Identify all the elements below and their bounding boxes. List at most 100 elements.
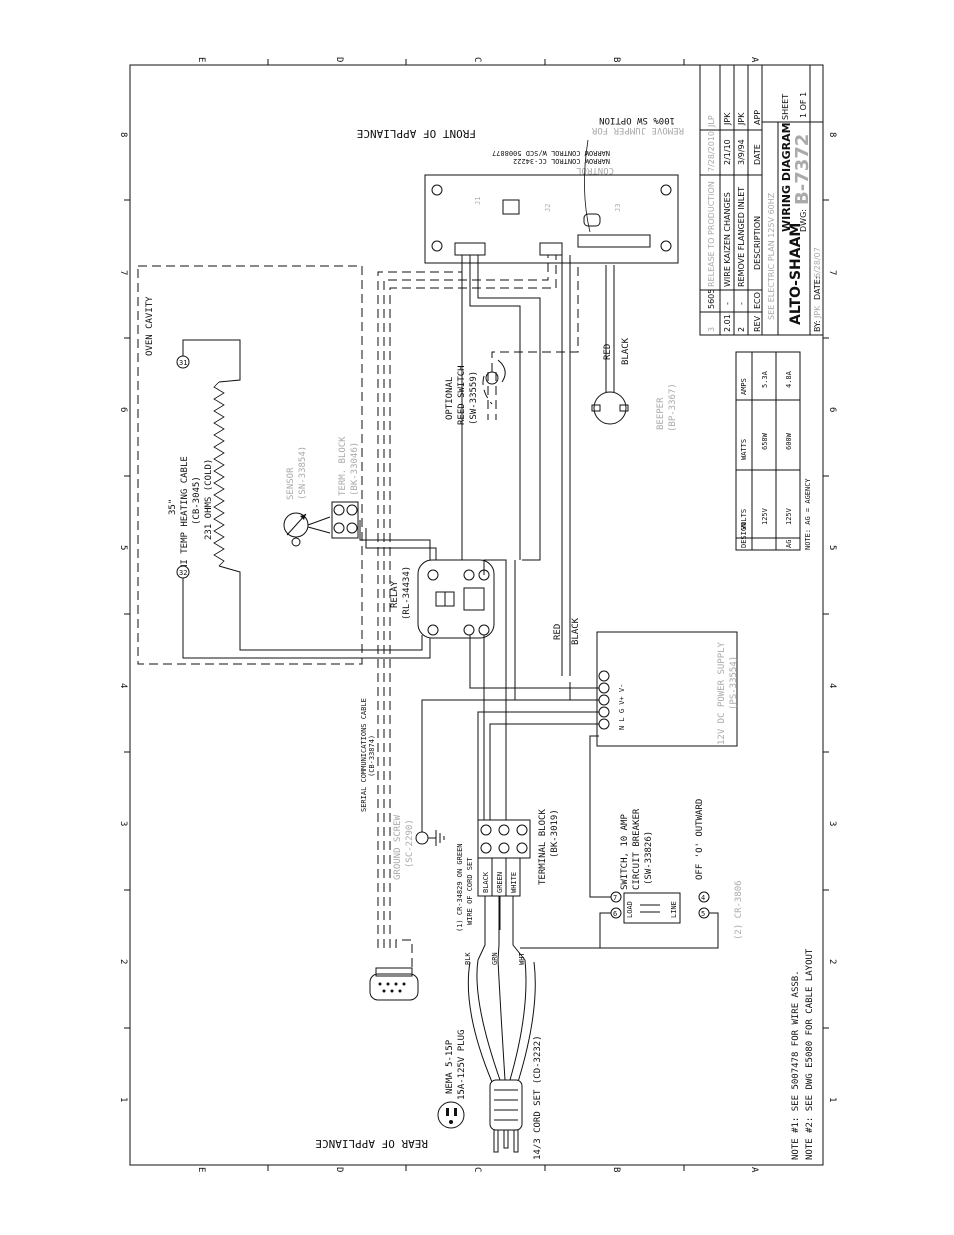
terminal-block-bk3019: TERMINAL BLOCK (BK-3019) [477,809,560,885]
app-cell: JLP [707,115,716,128]
col-number: 4 [827,683,837,688]
col-number: 8 [827,132,837,137]
desc-header: DESCRIPTION [753,216,762,270]
cr-note-b: WIRE OF CORD SET [466,857,474,925]
date-cell: 2/1/10 [723,139,732,165]
heating-lead-bottom [218,565,423,651]
eco-header: ECO [753,292,762,309]
beeper-part: (BP-3367) [668,383,678,432]
wiring-runs [359,255,599,930]
ratings-amps-header: AMPS [740,378,748,395]
serial-cable-part: (CB-33874) [368,735,376,777]
eco-cell: - [737,302,746,305]
date-cell: 3/9/94 [737,139,746,165]
wire-color-label: RED [603,344,613,360]
circuit-breaker-sw33826: LOAD LINE 7 6 4 5 SWITCH, 10 AMP CIRCUIT… [520,735,744,949]
plug-rating-label: 15A-125V PLUG [457,1030,467,1100]
relay-rl34434: RELAY (RL-34434) [390,559,495,639]
brand-logo: ALTO-SHAAM [788,223,804,325]
by-value: JPK [813,305,822,319]
heating-cable-label: HI TEMP HEATING CABLE [180,456,190,570]
terminal-label: 31 [179,359,187,367]
heating-element-zigzag [213,381,225,567]
cr3806-note: (2) CR-3806 [734,880,744,940]
terminal-label: 7 [613,894,617,902]
ratings-cell: 5.3A [761,370,769,388]
db9-connector [369,939,419,1001]
terminal-label: 32 [179,569,187,577]
cord-wire-white: WHITE [510,872,518,893]
col-number: 5 [827,545,837,550]
beeper-label: BEEPER [656,397,666,430]
date-value: 6/28/07 [813,247,822,278]
heating-cable-part: (CB-3045) [192,476,202,525]
power-supply-part: (PS-33554) [729,656,739,710]
plug-body [489,1079,523,1131]
ratings-cell: 125V [785,507,793,525]
ratings-cell: 658W [761,432,769,450]
date-label: DATE: [813,276,822,300]
heating-lead-return [182,572,431,659]
control-label: CONTROL [576,165,614,175]
rev-cell: 3 [707,327,716,332]
oven-cavity-label: OVEN CAVITY [145,296,155,356]
col-number: 2 [827,959,837,964]
control-connector-label: J3 [614,204,622,212]
ratings-cell: AG [785,540,793,548]
col-number: 1 [827,1097,837,1102]
relay-body [417,559,495,639]
sensor-part: (SN-33854) [298,446,308,500]
serial-cable-label: SERIAL COMMUNICATIONS CABLE [360,698,368,812]
term-block-label: TERM. BLOCK [338,436,348,496]
desc-cell: REMOVE FLANGED INLET [737,187,746,287]
col-number: 2 [118,959,128,964]
row-letter: B [611,1167,621,1172]
nema-plug: NEMA 5-15P 15A-125V PLUG 14/3 CORD SET (… [437,1030,543,1160]
row-letter: A [749,1167,759,1173]
col-number: 3 [827,821,837,826]
app-header: APP [753,110,762,125]
border-cols-right: 8 7 6 5 4 3 2 1 [827,132,837,1102]
drawing-title: WIRING DIAGRAM [780,122,793,232]
breaker-off-note: OFF 'O' OUTWARD [695,799,705,880]
sensor-label: SENSOR [286,467,296,500]
col-number: 8 [118,132,128,137]
terminal-31 [176,355,190,369]
psu-terminal-labels: N L G V+ V- [618,684,626,730]
note-1: NOTE #1: SEE 5007478 FOR WIRE ASSB. [791,970,801,1160]
row-letter: A [749,57,759,63]
relay-label: RELAY [390,580,400,608]
control-part-a: NARROW CONTROL CC-34222 [513,157,610,165]
terminal-label: 4 [701,894,705,902]
app-cell: JPK [723,112,732,126]
border-rows-bottom: E D C B A [196,1167,759,1173]
drawn-line: SEE ELECTRIC PLAN 125V 60HZ [767,192,776,320]
control-connector-label: J2 [544,204,552,212]
relay-part: (RL-34434) [402,566,412,620]
breaker-part: (SW-33826) [644,831,654,885]
terminal-block-part: (BK-3019) [550,809,560,858]
temperature-sensor: SENSOR (SN-33854) [283,446,331,547]
row-letter: E [196,57,206,62]
col-number: 6 [827,407,837,412]
sheet-value: 1 OF 1 [799,92,808,118]
beeper-icon [593,391,627,425]
desc-cell: RELEASE TO PRODUCTION [707,181,716,287]
wire-color-label: BLACK [621,337,631,365]
col-number: 7 [118,270,128,275]
breaker-line-label: LINE [670,901,678,918]
grn-label: GRN [491,952,499,965]
sheet-label: SHEET [781,94,790,120]
jumper-note-b: 100% SW OPTION [599,115,675,125]
front-of-appliance-label: FRONT OF APPLIANCE [357,127,476,140]
ratings-cell: 4.8A [785,370,793,388]
jumper-note: REMOVE JUMPER FOR [591,125,684,135]
row-letter: D [334,57,344,62]
row-letter: E [196,1167,206,1172]
blk-label: BLK [464,952,472,965]
col-number: 1 [118,1097,128,1102]
border-cols-left: 8 7 6 5 4 3 2 1 [118,132,128,1102]
eco-cell: 5605 [707,289,716,309]
terminal-32 [176,565,190,579]
